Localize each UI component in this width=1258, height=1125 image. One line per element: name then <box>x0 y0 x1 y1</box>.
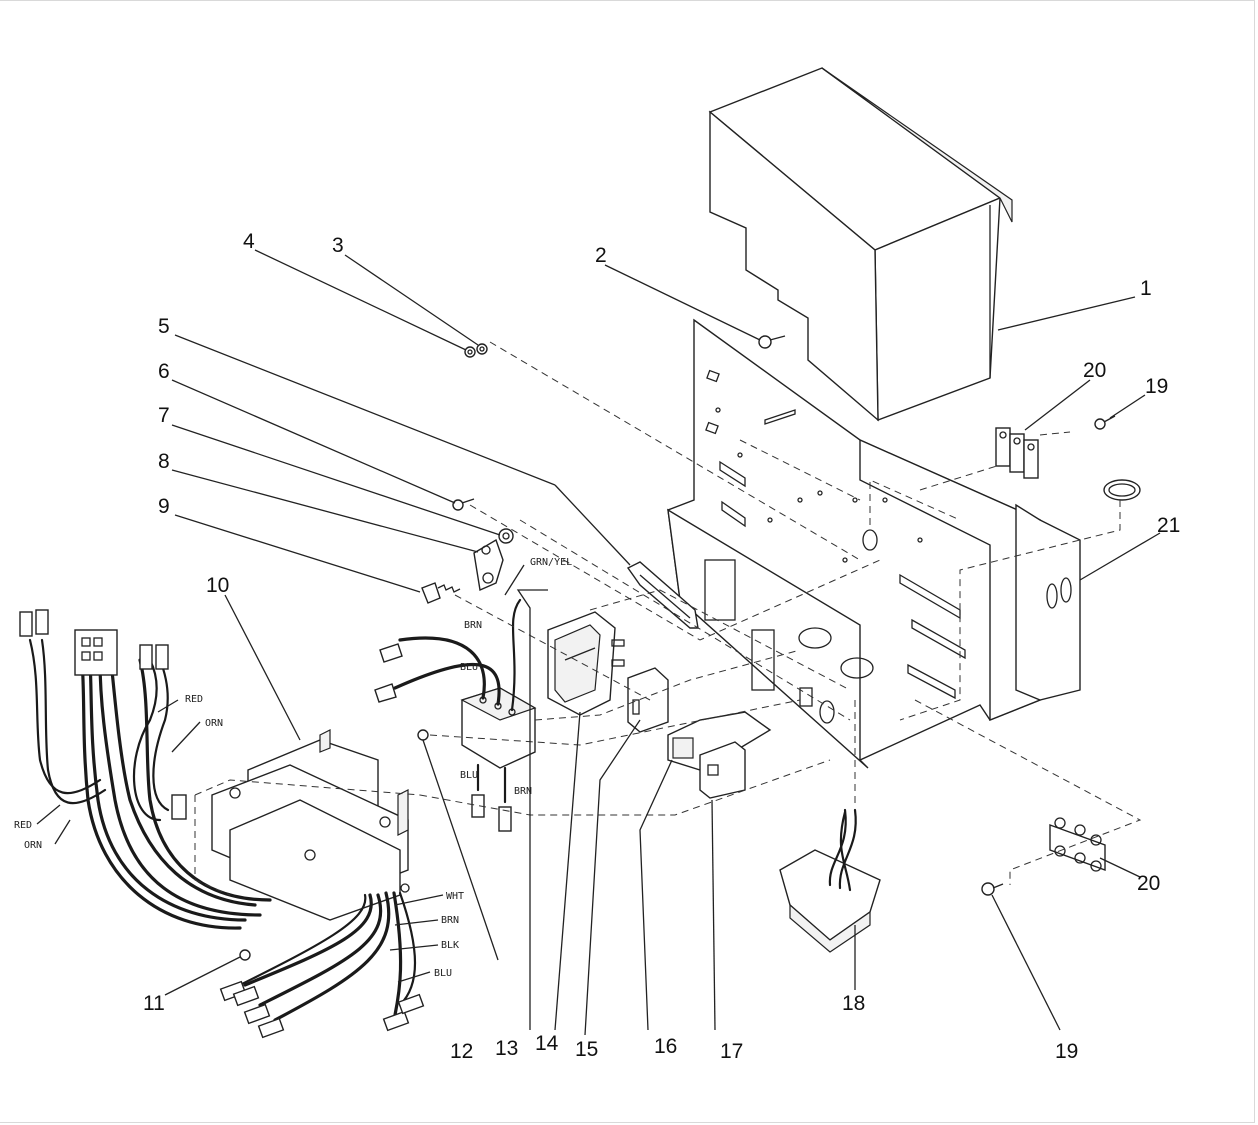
switch-part-15 <box>627 667 669 733</box>
filter-part-18 <box>779 808 881 953</box>
wire-label-blu-tx: BLU <box>434 968 452 979</box>
callout-7: 7 <box>158 404 170 427</box>
cover-part-1 <box>708 67 1013 422</box>
wire-label-brn-filter: BRN <box>514 786 532 797</box>
wire-label-orn-top: ORN <box>205 718 223 729</box>
callout-17: 17 <box>720 1040 743 1063</box>
wire-label-red-top: RED <box>185 694 203 705</box>
washer-part-7 <box>498 528 514 544</box>
wire-label-blu-filter: BLU <box>460 770 478 781</box>
circuit-breaker-part-16 <box>667 711 772 771</box>
screw-lower-part-19 <box>981 882 1004 896</box>
terminal-block-upper-part-20 <box>995 427 1039 479</box>
callout-11: 11 <box>143 992 165 1015</box>
callout-20-lower: 20 <box>1137 872 1160 895</box>
callout-1: 1 <box>1140 277 1152 300</box>
callout-18: 18 <box>842 992 865 1015</box>
leader-lines <box>36 249 1161 1036</box>
wire-labels: GRN/YEL BRN BLU BLU BRN RED ORN RED ORN … <box>14 557 572 979</box>
assembly-dashed-lines <box>194 341 1142 896</box>
screw-part-6 <box>452 498 475 511</box>
wire-label-blk-tx: BLK <box>441 940 459 951</box>
callout-3: 3 <box>332 234 344 257</box>
bolt-part-9 <box>421 582 461 604</box>
terminal-block-lower-part-20 <box>1049 817 1106 872</box>
wire-label-brn-top: BRN <box>464 620 482 631</box>
bracket-part-8 <box>473 538 504 592</box>
chassis-part-21 <box>667 318 1081 769</box>
callout-10: 10 <box>206 574 229 597</box>
callout-19-upper: 19 <box>1145 375 1168 398</box>
wire-label-wht: WHT <box>446 891 464 902</box>
callout-14: 14 <box>535 1032 559 1055</box>
callout-numbers: 1 2 3 4 5 6 7 8 9 10 11 12 13 14 15 16 1… <box>143 230 1180 1063</box>
callout-15: 15 <box>575 1038 598 1061</box>
callout-19-lower: 19 <box>1055 1040 1078 1063</box>
callout-4: 4 <box>243 230 255 253</box>
callout-12: 12 <box>450 1040 473 1063</box>
callout-20-upper: 20 <box>1083 359 1106 382</box>
grommet <box>1103 479 1141 501</box>
callout-9: 9 <box>158 495 170 518</box>
wire-label-brn-tx: BRN <box>441 915 459 926</box>
callout-2: 2 <box>595 244 607 267</box>
wire-label-grn-yel: GRN/YEL <box>530 557 572 568</box>
nut-washer-parts-3-4 <box>464 343 488 358</box>
line-filter-part-13 <box>374 598 537 832</box>
transformer-part-10 <box>19 609 425 1039</box>
callout-16: 16 <box>654 1035 677 1058</box>
screw-part-2 <box>758 335 786 349</box>
callout-6: 6 <box>158 360 170 383</box>
callout-5: 5 <box>158 315 170 338</box>
wire-label-blu-top: BLU <box>460 662 478 673</box>
callout-8: 8 <box>158 450 170 473</box>
wire-label-red-left: RED <box>14 820 32 831</box>
callout-21: 21 <box>1157 514 1180 537</box>
callout-13: 13 <box>495 1037 518 1060</box>
screw-upper-part-19 <box>1094 415 1116 430</box>
rocker-switch-part-14 <box>547 611 625 716</box>
switch-part-17 <box>699 741 746 799</box>
wire-label-orn-left: ORN <box>24 840 42 851</box>
